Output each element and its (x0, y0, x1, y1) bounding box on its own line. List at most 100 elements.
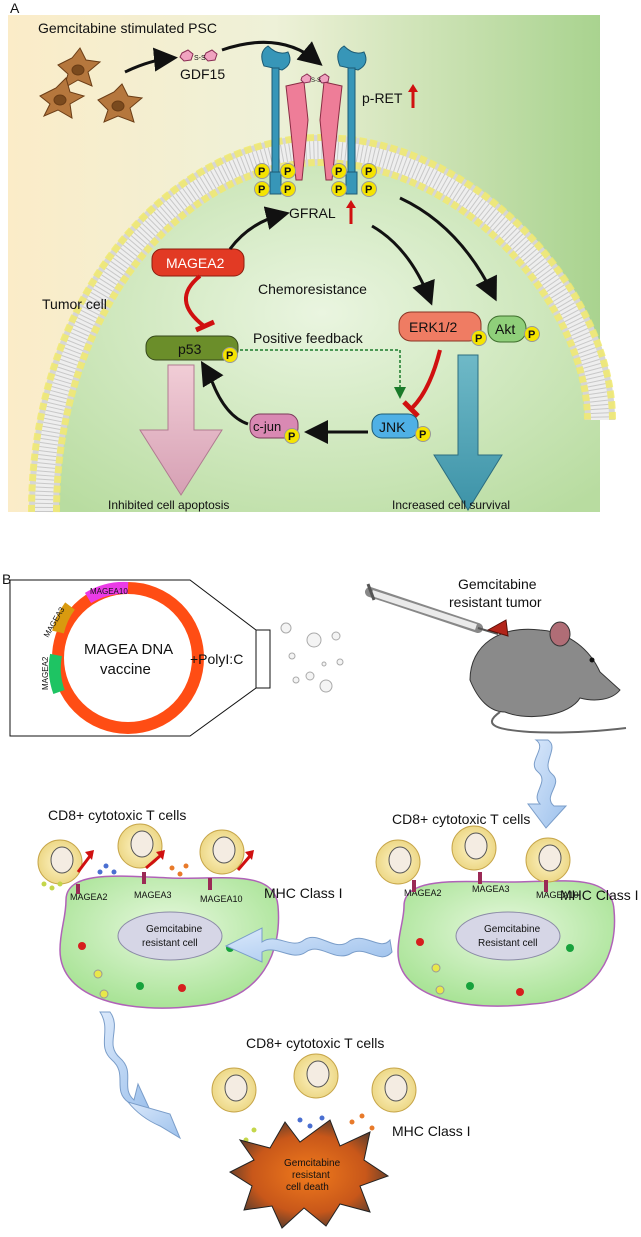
phospho-label: P (365, 184, 372, 196)
ret-receptor-right (337, 45, 367, 195)
plasmid-gene-label: MAGEA2 (41, 656, 50, 690)
plasmid-gene-magea3 (52, 602, 75, 634)
gdf15-ss-bond: S-S (194, 55, 206, 62)
tumor-cell-label: Tumor cell (42, 296, 107, 312)
antigen-label-right: MAGEA2 (404, 888, 442, 898)
jnk-node (371, 413, 419, 439)
phospho-icon (254, 181, 270, 197)
nucleus-right (455, 911, 561, 961)
tcells-label-left: CD8+ cytotoxic T cells (48, 807, 186, 823)
bound-ss-bond: S-S (311, 78, 321, 84)
vaccine-title-line1: MAGEA DNA (84, 641, 173, 658)
plasmid-gene-magea10 (84, 581, 129, 604)
akt-label: Akt (495, 321, 515, 337)
apoptosis-label: Inhibited cell apoptosis (108, 498, 229, 512)
cell-right-line1: Gemcitabine (484, 924, 541, 935)
granules-right (416, 938, 574, 996)
phospho-label: P (335, 184, 342, 196)
phospho-label: P (475, 333, 482, 345)
nucleus-left (117, 911, 223, 961)
gfral-to-akt-arrow (399, 196, 497, 302)
phospho-label: P (226, 350, 233, 362)
antigen-label-left: MAGEA2 (70, 892, 108, 902)
mouse-icon (469, 619, 627, 734)
adjuvant-label: +PolyI:C (190, 651, 243, 667)
gdf15-binding-arrow (221, 40, 323, 66)
phospho-icon (471, 330, 487, 346)
wave-arrow-left (224, 927, 393, 963)
erk-node (398, 311, 482, 342)
phospho-icon (361, 181, 377, 197)
cell-death-burst-icon (228, 1119, 390, 1229)
plasmid-gene-magea2 (48, 653, 65, 695)
mhc-label-right: MHC Class I (560, 887, 639, 903)
phospho-icon (280, 163, 296, 179)
survival-label: Increased cell survival (392, 498, 510, 512)
erk-label: ERK1/2 (409, 319, 457, 335)
p53-label: p53 (178, 341, 202, 357)
phospho-icon (415, 426, 431, 442)
phospho-label: P (528, 329, 535, 341)
panel-a-letter: A (10, 0, 20, 16)
phospho-label: P (365, 166, 372, 178)
tumor-mass-icon (486, 619, 509, 637)
phospho-label: P (288, 431, 295, 443)
magea2-to-gfral-arrow (228, 206, 290, 250)
phospho-label: P (284, 184, 291, 196)
cjun-to-p53-arrow (200, 360, 249, 426)
phospho-label: P (258, 166, 265, 178)
p53-node (145, 335, 239, 361)
tcells-label-bottom: CD8+ cytotoxic T cells (246, 1035, 384, 1051)
gdf15-bound-icon: S-S (300, 73, 330, 84)
tumor-label-line1: Gemcitabine (458, 576, 537, 592)
psc-title: Gemcitabine stimulated PSC (38, 20, 217, 36)
mhc-label-left: MHC Class I (264, 885, 343, 901)
vial-cap (255, 629, 271, 689)
phospho-icon (280, 181, 296, 197)
mhc-label-bottom: MHC Class I (392, 1123, 471, 1139)
death-line2: resistant (292, 1170, 330, 1181)
phospho-icon (331, 181, 347, 197)
phospho-icon (254, 163, 270, 179)
wave-arrow-down (99, 1011, 151, 1111)
receptor-phospho-sites: P P P P P P P P (254, 163, 377, 197)
cell-right-line2: Resistant cell (478, 938, 537, 949)
magea2-label: MAGEA2 (166, 255, 225, 271)
phospho-icon (284, 428, 300, 444)
phospho-icon (331, 163, 347, 179)
antigen-label-left: MAGEA3 (134, 890, 172, 900)
plasmid-gene-label: MAGEA10 (90, 587, 128, 596)
tcells-right (375, 825, 571, 892)
tcells-label-right: CD8+ cytotoxic T cells (392, 811, 530, 827)
panel-b-letter: B (2, 571, 11, 587)
positive-feedback-arrow (240, 349, 406, 399)
chemoresistance-label: Chemoresistance (258, 281, 367, 297)
tumor-label-line2: resistant tumor (449, 594, 542, 610)
panel-b: B MAGEA10 MAGEA3 MAGEA2 MAGEA DNA vaccin… (2, 571, 639, 1229)
cell-left-line2: resistant cell (142, 938, 198, 949)
cell-membrane (28, 133, 616, 513)
wave-arrow-down-right (527, 739, 568, 829)
antigen-label-right: MAGEA10 (536, 890, 579, 900)
syringe-icon (365, 583, 499, 635)
death-line3: cell death (286, 1182, 329, 1193)
psc-secretion-arrow (124, 47, 178, 74)
positive-feedback-label: Positive feedback (253, 330, 364, 346)
antigen-label-left: MAGEA10 (200, 894, 243, 904)
antigen-label-right: MAGEA3 (472, 884, 510, 894)
gdf15-label: GDF15 (180, 66, 225, 82)
erk-inhibits-jnk (410, 349, 442, 410)
phospho-label: P (335, 166, 342, 178)
death-line1: Gemcitabine (284, 1158, 341, 1169)
gdf15-dimer-icon: S-S (179, 49, 218, 62)
phospho-label: P (284, 166, 291, 178)
cjun-label: c-jun (253, 419, 281, 434)
survival-arrow (433, 354, 503, 511)
phospho-label: P (419, 429, 426, 441)
ret-receptor-left (261, 45, 291, 195)
cell-left-line1: Gemcitabine (146, 924, 203, 935)
gfral-label: GFRAL (289, 205, 336, 221)
phospho-icon (222, 347, 238, 363)
p-ret-label: p-RET (362, 90, 403, 106)
